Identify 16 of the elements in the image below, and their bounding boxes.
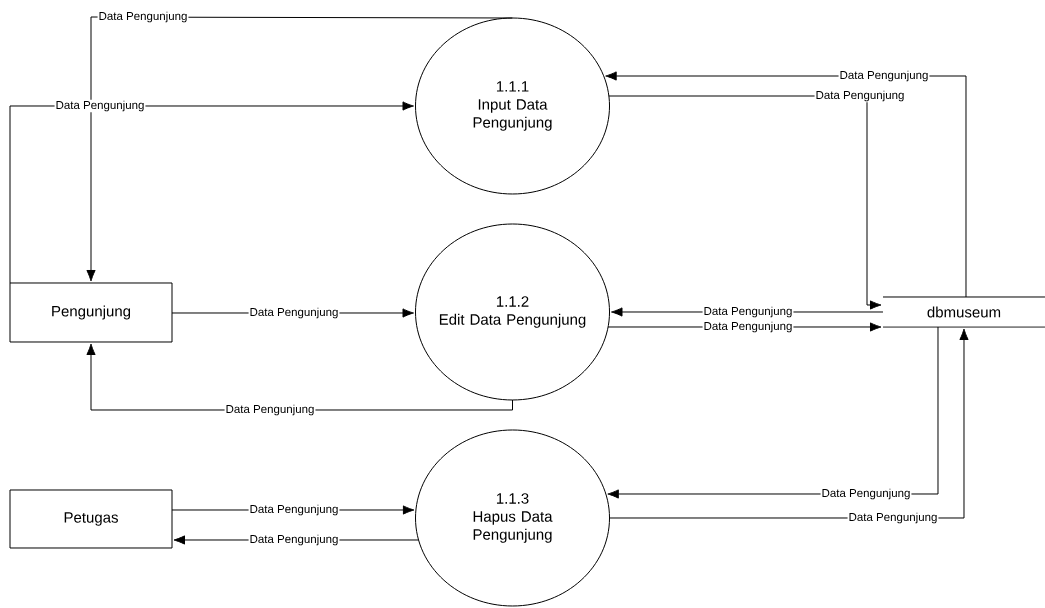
edge-label: Data Pengunjung xyxy=(248,306,340,320)
edge-label: Data Pengunjung xyxy=(702,305,794,319)
edge-label: Data Pengunjung xyxy=(97,10,189,24)
entity-box: Pengunjung xyxy=(9,282,173,343)
edge-label: Data Pengunjung xyxy=(224,403,316,417)
edge-label: Data Pengunjung xyxy=(838,69,930,83)
edge-label: Data Pengunjung xyxy=(702,320,794,334)
edge-label: Data Pengunjung xyxy=(847,511,939,525)
edge-label: Data Pengunjung xyxy=(248,533,340,547)
entity-box: Petugas xyxy=(9,489,173,549)
arrow xyxy=(608,95,882,310)
data-store: dbmuseum xyxy=(882,296,1045,328)
edge-label: Data Pengunjung xyxy=(54,99,146,113)
edge-label: Data Pengunjung xyxy=(814,89,906,103)
edge-label: Data Pengunjung xyxy=(248,503,340,517)
edge-label: Data Pengunjung xyxy=(820,487,912,501)
